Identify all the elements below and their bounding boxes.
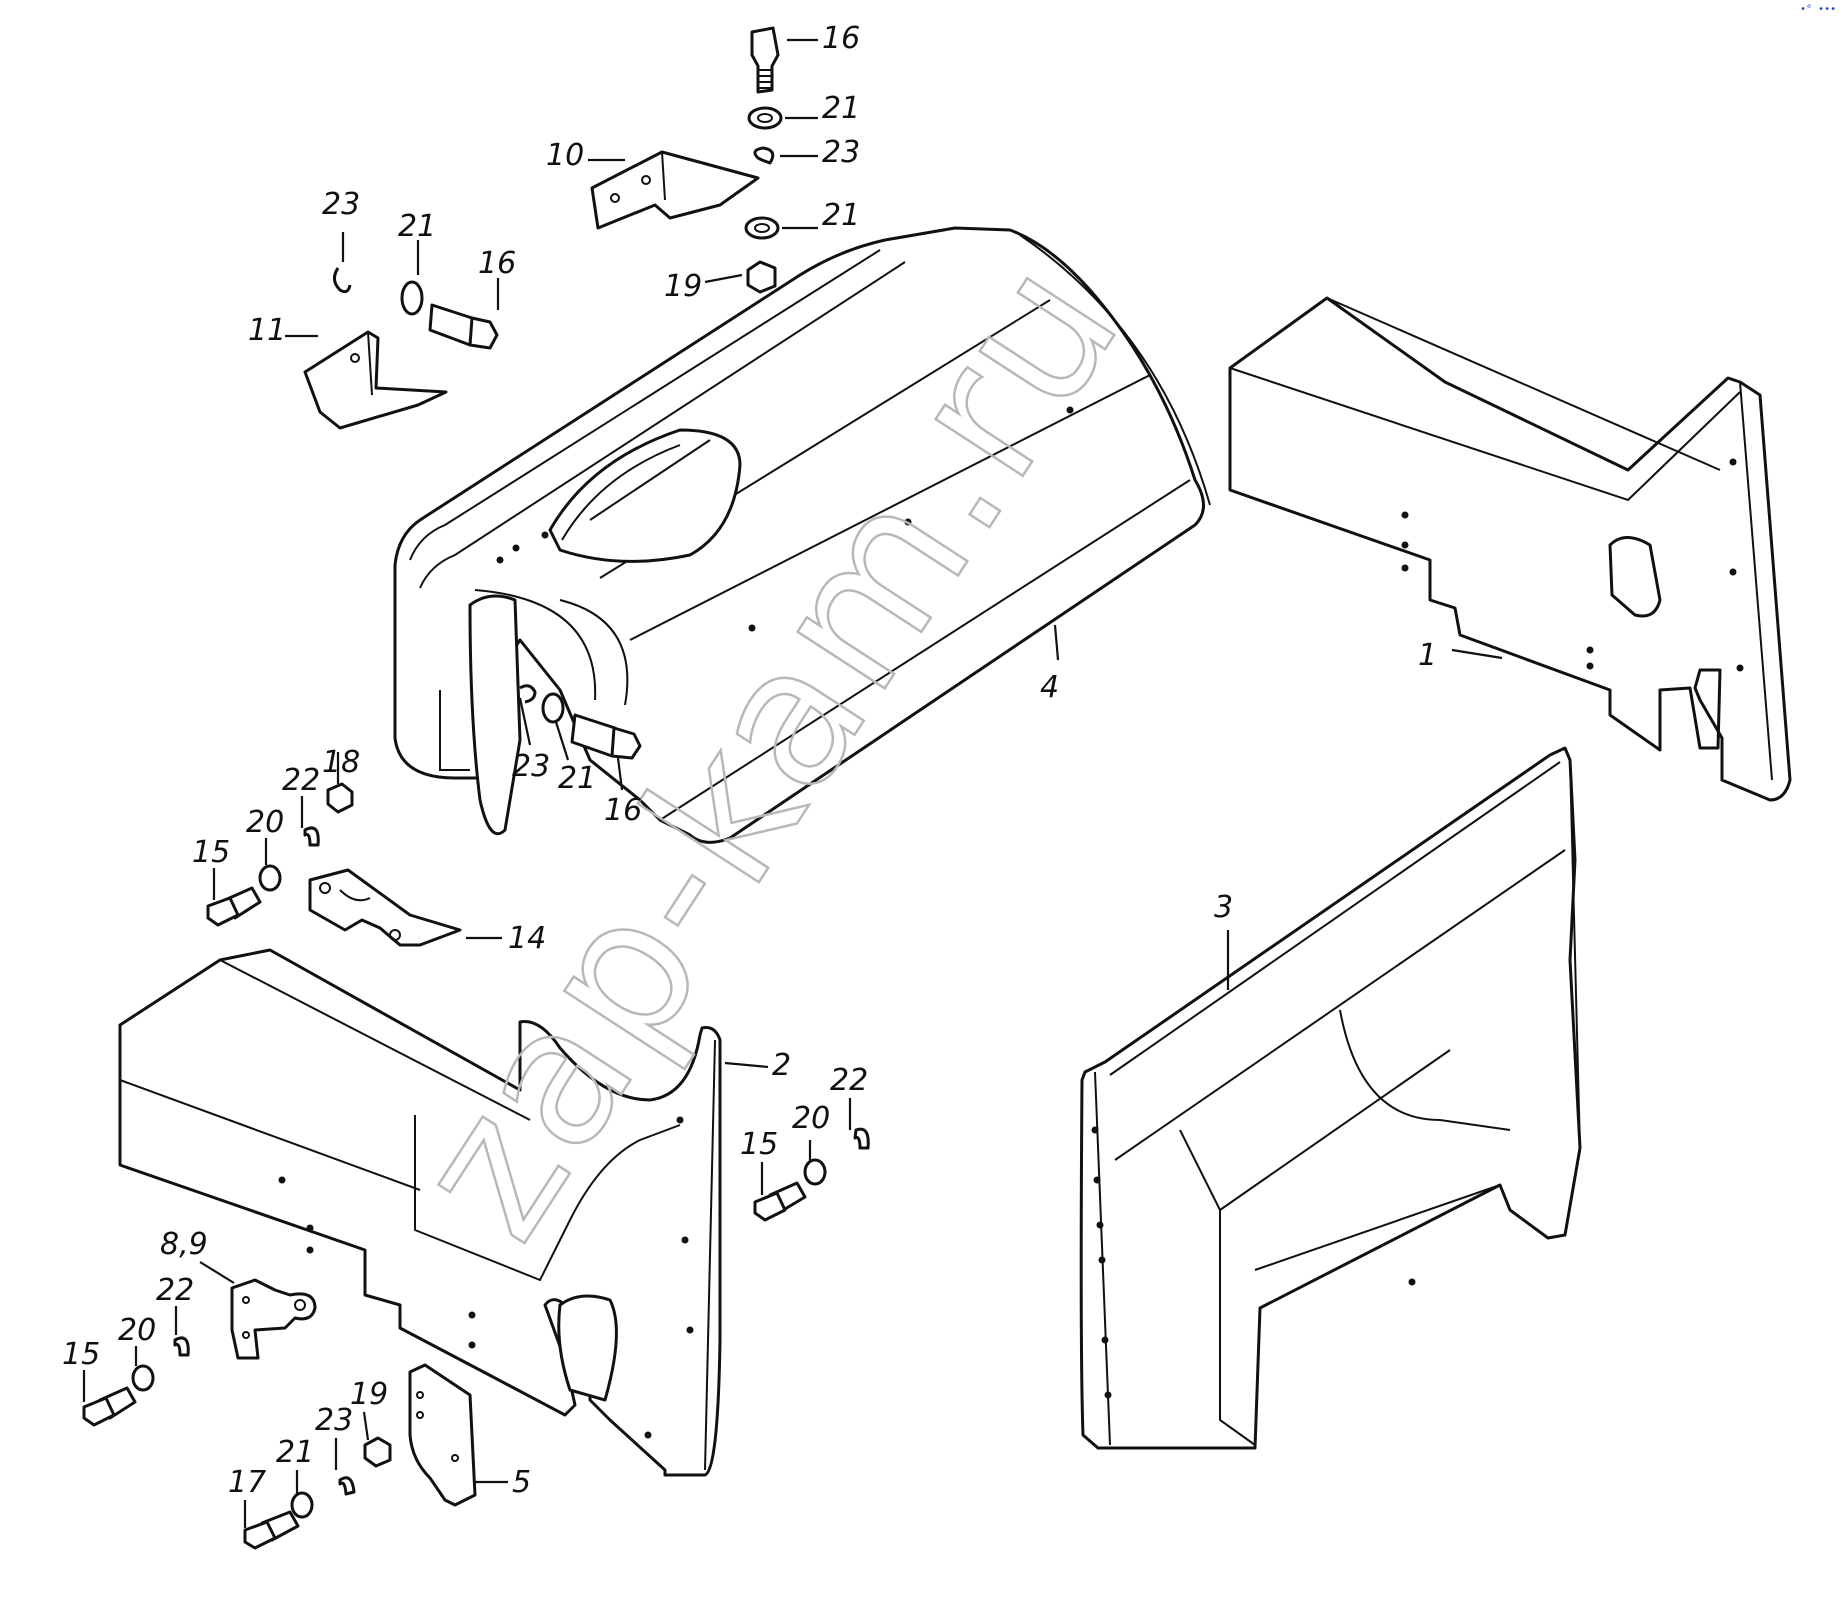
label-part-8-9: 8,9: [160, 1227, 208, 1262]
washer-21-lower-icon: [290, 1491, 314, 1519]
part-3-rear-panel: [1079, 746, 1582, 1450]
label-part-11: 11: [248, 313, 286, 348]
bolt-16-left-icon: [428, 303, 499, 350]
label-washer-21-mid: 21: [822, 198, 860, 233]
nut-19-top-icon: [746, 260, 777, 294]
leader-lines: [82, 38, 1503, 1528]
washer-20-upper-icon: [258, 864, 282, 892]
part-14-bracket: [308, 868, 462, 947]
label-bolt-15-right: 15: [740, 1127, 778, 1162]
bolt-16-top-icon: [750, 26, 780, 94]
part-labels: 1 2 3 4 5 8,9 10 11 14: [160, 138, 1437, 1500]
bolt-15-lower-icon: [82, 1386, 137, 1427]
label-part-5: 5: [512, 1465, 531, 1500]
part-2-side-panel: [118, 948, 722, 1477]
label-washer-21-left: 21: [398, 209, 436, 244]
label-part-14: 14: [508, 921, 546, 956]
washer-21-top-icon: [747, 106, 783, 130]
washer-21-mid-icon: [744, 216, 780, 240]
label-nut-18: 18: [322, 745, 360, 780]
washer-21-left-icon: [400, 280, 424, 316]
label-part-4: 4: [1040, 670, 1059, 705]
label-nut-19-top: 19: [664, 269, 702, 304]
label-circlip-23-top: 23: [822, 135, 860, 170]
bolt-15-upper-icon: [206, 886, 262, 927]
corner-mark: •° •••: [1800, 4, 1836, 15]
label-circlip-23-lower: 23: [315, 1403, 353, 1438]
fastener-labels: 16 21 23 21 19 23 21 16 23 21 16 18 22 2…: [62, 21, 868, 1500]
lock-washer-22-right-icon: [853, 1127, 870, 1150]
label-bolt-15-lower: 15: [62, 1337, 100, 1372]
label-part-10: 10: [546, 138, 584, 173]
label-lock-washer-22-right: 22: [830, 1063, 868, 1098]
label-part-2: 2: [772, 1048, 791, 1083]
label-washer-21-top: 21: [822, 91, 860, 126]
bolt-15-right-icon: [753, 1181, 807, 1222]
label-bolt-16-left: 16: [478, 246, 516, 281]
washer-20-right-icon: [803, 1158, 827, 1186]
nut-18-icon: [326, 782, 354, 814]
lock-washer-22-upper-icon: [303, 826, 320, 847]
label-washer-20-upper: 20: [246, 805, 284, 840]
circlip-23-top-icon: [753, 146, 775, 165]
label-circlip-23-left: 23: [322, 187, 360, 222]
part-4-cover: [393, 226, 1211, 844]
label-bolt-16-center: 16: [604, 793, 642, 828]
circlip-23-center-icon: [519, 684, 537, 704]
part-8-9-bracket: [230, 1278, 317, 1360]
circlip-23-lower-icon: [338, 1476, 356, 1496]
circlip-23-left-icon: [333, 267, 352, 294]
label-bolt-17: 17: [228, 1465, 266, 1500]
lock-washer-22-lower-icon: [173, 1336, 190, 1357]
part-11-bracket: [303, 330, 448, 430]
label-part-1: 1: [1418, 638, 1437, 673]
label-lock-washer-22-lower: 22: [156, 1273, 194, 1308]
label-part-3: 3: [1214, 890, 1233, 925]
label-bolt-16-top: 16: [822, 21, 860, 56]
washer-21-center-icon: [541, 692, 565, 724]
label-lock-washer-22-upper: 22: [282, 763, 320, 798]
label-circlip-23-center: 23: [512, 749, 550, 784]
part-1-side-panel: [1228, 296, 1792, 802]
bolt-17-icon: [243, 1510, 300, 1550]
label-washer-20-lower: 20: [118, 1313, 156, 1348]
nut-19-lower-icon: [363, 1436, 392, 1468]
part-5-bracket: [408, 1363, 477, 1507]
label-washer-21-lower: 21: [276, 1435, 314, 1470]
washer-20-lower-icon: [131, 1364, 155, 1392]
label-nut-19-lower: 19: [350, 1377, 388, 1412]
label-washer-20-right: 20: [792, 1101, 830, 1136]
label-washer-21-center: 21: [558, 761, 596, 796]
label-bolt-15-upper: 15: [192, 835, 230, 870]
bolt-16-center-icon: [570, 713, 642, 760]
part-10-bracket: [590, 150, 760, 230]
